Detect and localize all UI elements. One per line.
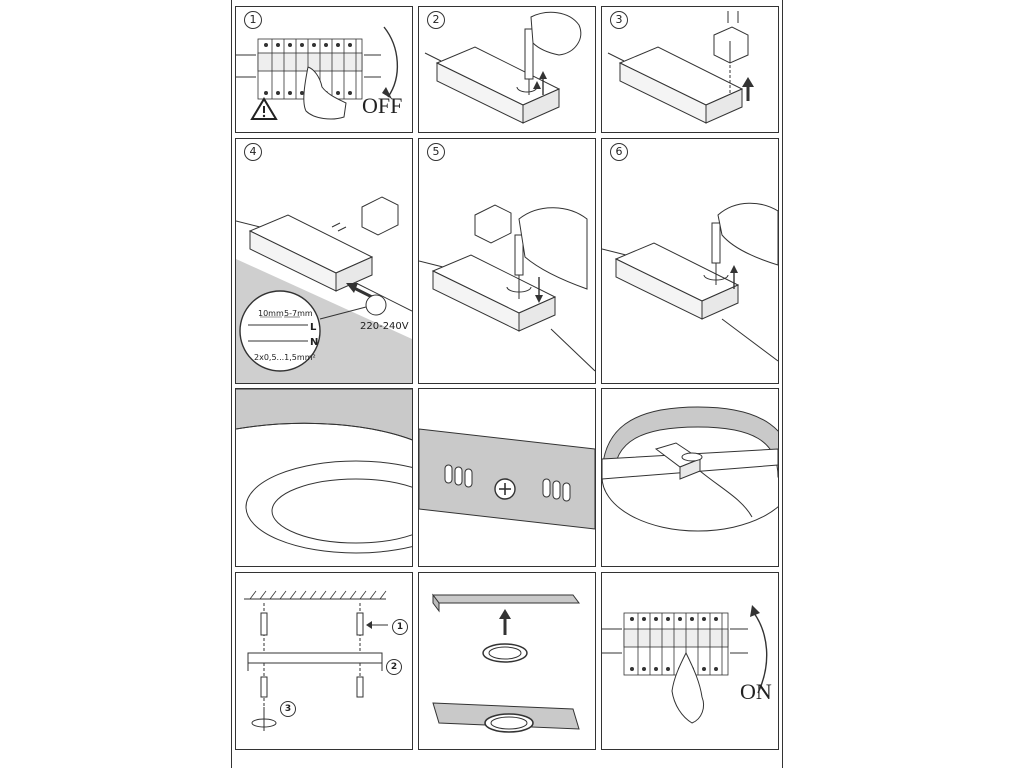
mounting-plate-illustration xyxy=(419,428,595,530)
screwdriver-icon xyxy=(711,222,721,285)
voltage-label: 220-240V xyxy=(360,321,409,332)
hand-icon xyxy=(717,202,778,266)
panel-step-4: 4 10mm 5-7mm L N 2x0,5...1,5mm² 220-240V xyxy=(235,138,413,384)
step-number-3: 3 xyxy=(610,11,628,29)
attach-lamp-illustration xyxy=(432,593,580,733)
panel-ring-bracket xyxy=(601,388,779,567)
terminal-cover xyxy=(713,26,749,64)
arrow-icon xyxy=(753,612,768,694)
panel-mounting-plate xyxy=(418,388,596,567)
callout-3: 3 xyxy=(280,701,296,717)
panel-step-1: 1 OFF xyxy=(235,6,413,133)
callout-1: 1 xyxy=(392,619,408,635)
screwdriver-icon xyxy=(514,234,524,299)
wall-plug-icon xyxy=(260,612,364,636)
mounting-bracket xyxy=(247,652,383,671)
panel-step-6: 6 xyxy=(601,138,779,384)
step-number-5: 5 xyxy=(427,143,445,161)
panel-ceiling-mount: 1 2 3 xyxy=(235,572,413,750)
breaker-on-illustration xyxy=(602,605,768,724)
wire-detail-magnifier xyxy=(239,290,321,372)
instruction-sheet: 1 OFF 2 xyxy=(231,0,783,768)
terminal-cover xyxy=(361,196,399,236)
screw-icon xyxy=(494,478,516,500)
panel-step-5: 5 xyxy=(418,138,596,384)
driver-cover-screw-illustration xyxy=(424,11,582,124)
off-label: OFF xyxy=(362,93,403,118)
panel-step-3: 3 xyxy=(601,6,779,133)
lamp-ring-illustration xyxy=(236,389,412,554)
remove-cover-illustration xyxy=(607,11,754,124)
driver-box xyxy=(435,46,561,124)
panel-attach-lamp xyxy=(418,572,596,750)
ring-with-bracket-illustration xyxy=(602,406,778,532)
hand-icon xyxy=(530,11,582,56)
panel-breaker-on: ON xyxy=(601,572,779,750)
step-number-6: 6 xyxy=(610,143,628,161)
panel-ring-frame xyxy=(235,388,413,567)
ceiling-mount-illustration xyxy=(244,590,388,731)
on-label: ON xyxy=(740,679,772,704)
arrow-icon xyxy=(383,26,399,98)
step-number-1: 1 xyxy=(244,11,262,29)
wire-n-label: N xyxy=(310,337,319,348)
close-cover-illustration xyxy=(419,204,595,372)
hand-icon xyxy=(518,207,588,290)
screw-icon xyxy=(260,676,364,698)
wiring-illustration xyxy=(236,196,412,383)
breaker-off-illustration xyxy=(236,26,399,120)
step-number-2: 2 xyxy=(427,11,445,29)
warning-triangle-icon xyxy=(250,97,278,120)
terminal-cover xyxy=(474,204,512,244)
cable-spec-label: 2x0,5...1,5mm² xyxy=(254,353,316,362)
hand-icon xyxy=(671,651,705,724)
strip-length-5-7mm: 5-7mm xyxy=(284,309,313,318)
tighten-cover-illustration xyxy=(602,202,778,362)
callout-2: 2 xyxy=(386,659,402,675)
panel-step-2: 2 xyxy=(418,6,596,133)
step-number-4: 4 xyxy=(244,143,262,161)
hand-icon xyxy=(303,66,347,120)
wire-l-label: L xyxy=(310,322,317,333)
strip-length-10mm: 10mm xyxy=(258,309,284,318)
